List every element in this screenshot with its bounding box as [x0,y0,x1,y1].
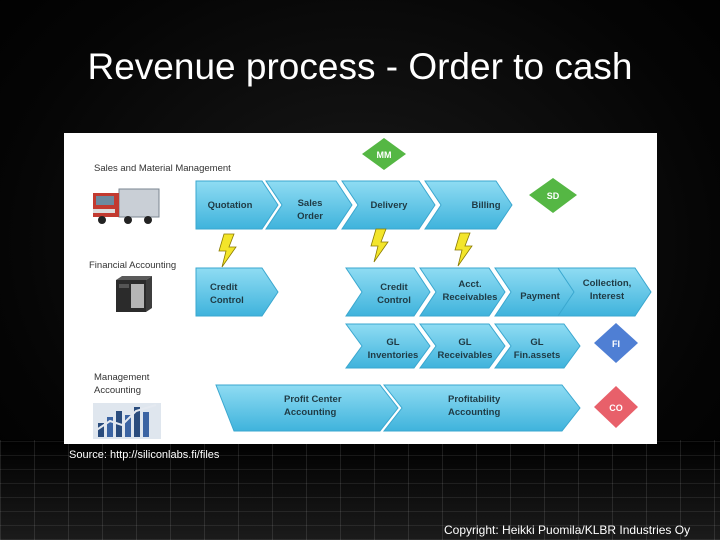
svg-text:Control: Control [377,295,411,306]
svg-text:Billing: Billing [471,200,500,211]
reflective-floor [0,440,720,540]
svg-text:Inventories: Inventories [368,350,419,361]
step-collection-interest: Collection, Interest [557,267,652,317]
step-profitability-accounting: Profitability Accounting [382,384,581,432]
svg-text:Delivery: Delivery [371,200,409,211]
svg-text:Credit: Credit [210,282,238,293]
svg-text:CO: CO [609,403,623,413]
svg-text:Fin.assets: Fin.assets [514,350,560,361]
step-acct-receivables: Acct. Receivables [419,267,506,317]
svg-text:Payment: Payment [520,291,560,302]
source-caption: Source: http://siliconlabs.fi/files [69,449,220,461]
slide-title: Revenue process - Order to cash [87,46,633,87]
step-billing: Billing [424,180,513,230]
step-gl-receivables: GL Receivables [419,323,506,369]
svg-text:GL: GL [530,337,543,348]
svg-text:Collection,: Collection, [583,278,632,289]
svg-text:SD: SD [547,191,560,201]
bar-chart-icon [93,403,161,439]
step-credit-control-left: Credit Control [195,267,279,317]
svg-text:MM: MM [377,150,392,160]
svg-text:Quotation: Quotation [208,200,253,211]
server-icon [116,276,152,312]
svg-text:Acct.: Acct. [458,279,481,290]
section-sales-material-management: Sales and Material Management [94,163,231,174]
svg-text:Credit: Credit [380,282,408,293]
svg-text:FI: FI [612,339,620,349]
truck-icon [93,188,160,224]
copyright-notice: Copyright: Heikki Puomila/KLBR Industrie… [444,523,691,537]
step-sales-order: Sales Order [265,180,353,230]
svg-text:Accounting: Accounting [448,407,500,418]
module-mm-badge: MM [362,138,406,170]
svg-text:Profit Center: Profit Center [284,394,342,405]
svg-text:Control: Control [210,295,244,306]
step-credit-control: Credit Control [345,267,431,317]
svg-text:Sales: Sales [298,198,323,209]
step-delivery: Delivery [341,180,436,230]
step-quotation: Quotation [195,180,279,230]
svg-text:Accounting: Accounting [284,407,336,418]
module-co-badge: CO [594,386,638,428]
svg-text:Receivables: Receivables [438,350,493,361]
svg-text:Order: Order [297,211,323,222]
order-to-cash-diagram: Sales and Material Management Financial … [64,133,657,444]
svg-text:GL: GL [458,337,471,348]
svg-text:GL: GL [386,337,399,348]
step-profit-center-accounting: Profit Center Accounting [215,384,399,432]
section-management-accounting-line1: Management [94,372,150,383]
section-financial-accounting: Financial Accounting [89,260,176,271]
svg-text:Interest: Interest [590,291,625,302]
module-fi-badge: FI [594,323,638,363]
lightning-icon [454,232,473,267]
step-gl-inventories: GL Inventories [345,323,431,369]
module-sd-badge: SD [529,178,577,213]
svg-text:Profitability: Profitability [448,394,501,405]
lightning-icon [218,233,237,268]
section-management-accounting-line2: Accounting [94,385,141,396]
step-gl-fin-assets: GL Fin.assets [494,323,581,369]
lightning-icon [370,228,389,263]
svg-text:Receivables: Receivables [443,292,498,303]
